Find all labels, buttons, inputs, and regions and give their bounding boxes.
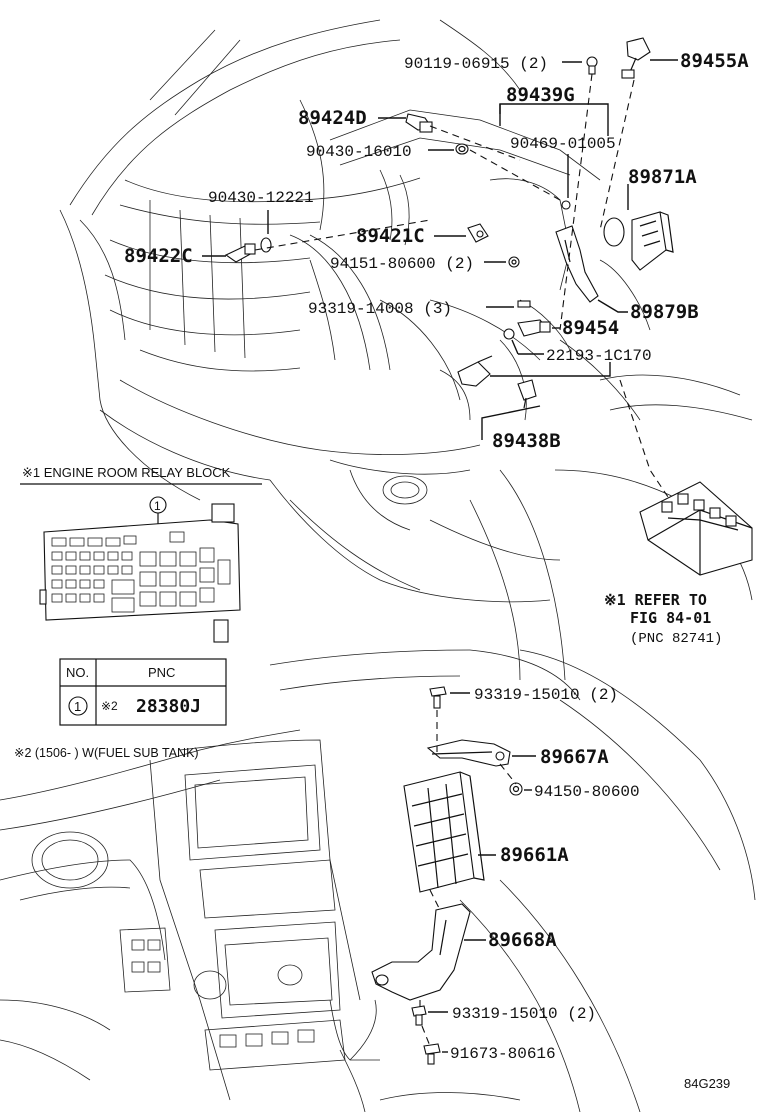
- clamp-90469: [561, 200, 571, 210]
- part-89421c: 89421C: [356, 225, 425, 247]
- part-90469: 90469-01005: [510, 135, 616, 153]
- part-89667a: 89667A: [540, 746, 609, 768]
- sensor-22193: [457, 355, 493, 387]
- table-header-pnc: PNC: [148, 665, 175, 680]
- vehicle-front-outline: [59, 19, 753, 681]
- bolt-93319-15010-upper: [429, 686, 447, 709]
- nut-94151: [508, 256, 520, 268]
- relay-block-title: ※1 ENGINE ROOM RELAY BLOCK: [22, 465, 231, 480]
- part-89454: 89454: [562, 317, 619, 339]
- bolt-93319-15010-lower: [411, 1005, 427, 1026]
- part-90430-12221: 90430-12221: [208, 189, 314, 207]
- bracket-89668a: [371, 903, 471, 1001]
- part-89439g: 89439G: [506, 84, 575, 106]
- bolt-93319-14008: [517, 300, 531, 308]
- sensor-89438b: [517, 379, 537, 409]
- dashed-reference-lines: [254, 73, 671, 1047]
- relay-block-illustration: [639, 481, 753, 576]
- part-22193: 22193-1C170: [546, 347, 652, 365]
- table-row-pnc: 28380J: [136, 696, 201, 717]
- part-94151: 94151-80600 (2): [330, 255, 474, 273]
- part-labels: 90119-06915 (2) 89455A 89439G 89424D 904…: [124, 50, 749, 1063]
- module-89871a: [603, 211, 674, 271]
- gasket-90430-12221: [260, 237, 272, 253]
- footnote: ※2 (1506- ) W(FUEL SUB TANK): [14, 746, 199, 760]
- bracket-89667a: [426, 739, 511, 767]
- part-90119: 90119-06915 (2): [404, 55, 548, 73]
- part-90430-16010: 90430-16010: [306, 143, 412, 161]
- bolt-90119: [586, 56, 598, 75]
- part-89661a: 89661A: [500, 844, 569, 866]
- sensor-89424d: [405, 113, 433, 133]
- part-91673: 91673-80616: [450, 1045, 556, 1063]
- refer-line-2: FIG 84-01: [630, 609, 711, 627]
- pnc-table: NO. PNC 1 ※2 28380J: [59, 658, 227, 726]
- part-93319-15010-upper: 93319-15010 (2): [474, 686, 618, 704]
- part-89424d: 89424D: [298, 107, 367, 129]
- nut-94150: [509, 782, 523, 796]
- sensor-89422c: [224, 243, 256, 263]
- refer-line-1: ※1 REFER TO: [604, 591, 707, 609]
- part-93319-15010-lower: 93319-15010 (2): [452, 1005, 596, 1023]
- table-header-no: NO.: [66, 665, 89, 680]
- bracket-89879b: [555, 225, 599, 303]
- part-93319-14008: 93319-14008 (3): [308, 300, 452, 318]
- table-row-no: 1: [74, 699, 81, 714]
- sensor-89421c: [467, 223, 489, 243]
- part-89438b: 89438B: [492, 430, 561, 452]
- refer-line-3: (PNC 82741): [630, 631, 722, 647]
- part-89455a: 89455A: [680, 50, 749, 72]
- leader-lines: [202, 59, 678, 1053]
- ecu-89661a: [403, 771, 485, 893]
- diagram-code: 84G239: [684, 1076, 730, 1091]
- sensor-89454: [503, 319, 551, 340]
- callout-number: 1: [154, 499, 161, 513]
- gasket-90430-16010: [455, 143, 469, 155]
- part-89422c: 89422C: [124, 245, 193, 267]
- relay-block-inset: ※1 ENGINE ROOM RELAY BLOCK 1: [20, 465, 262, 643]
- part-89879b: 89879B: [630, 301, 699, 323]
- bolt-91673: [423, 1043, 441, 1065]
- table-row-mark: ※2: [101, 699, 118, 713]
- vehicle-interior-outline: [0, 649, 756, 1112]
- table-row-callout: [68, 696, 88, 716]
- part-89668a: 89668A: [488, 929, 557, 951]
- part-89871a: 89871A: [628, 166, 697, 188]
- ecu-components: [371, 686, 523, 1065]
- sensor-89455a: [621, 37, 651, 79]
- refer-note: ※1 REFER TO FIG 84-01 (PNC 82741): [604, 591, 722, 647]
- engine-components: [224, 37, 674, 409]
- part-94150: 94150-80600: [534, 783, 640, 801]
